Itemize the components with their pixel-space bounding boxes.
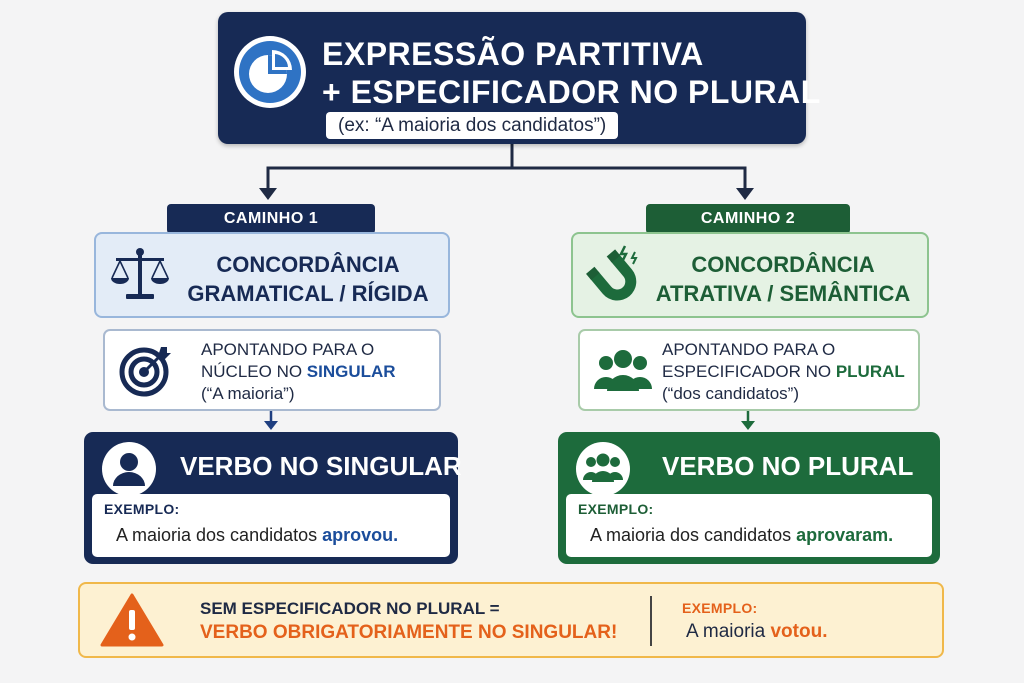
warning-example-label: EXEMPLO:	[682, 600, 758, 616]
header-subtitle: (ex: “A maioria dos candidatos”)	[326, 112, 619, 139]
arrowhead-right	[736, 188, 754, 200]
path1-concordance-subtitle: GRAMATICAL / RÍGIDA	[187, 281, 429, 306]
arrowhead-down-right	[741, 421, 755, 430]
path1-verb-box: VERBO NO SINGULAR EXEMPLO: A maioria dos…	[84, 432, 462, 564]
warning-icon	[100, 592, 164, 648]
plural-highlight: PLURAL	[835, 362, 905, 381]
path2-example-sentence: A maioria dos candidatos aprovaram.	[590, 525, 894, 545]
path2-pointing-line3: (“dos candidatos”)	[662, 384, 800, 403]
path2-verb-title: VERBO NO PLURAL	[662, 451, 914, 481]
target-icon	[119, 343, 173, 397]
warning-condition: SEM ESPECIFICADOR NO PLURAL =	[200, 599, 500, 618]
path1-example-verb: aprovou.	[322, 525, 399, 545]
header-title-line2: + ESPECIFICADOR NO PLURAL	[322, 74, 821, 110]
path1-example-label: EXEMPLO:	[104, 501, 180, 517]
pie-chart-icon	[232, 34, 308, 110]
warning-divider	[650, 596, 652, 646]
path2-pointing-line2: ESPECIFICADOR NO PLURAL	[662, 362, 905, 381]
path1-pointing-line2: NÚCLEO NO SINGULAR	[201, 362, 396, 381]
people-icon	[594, 347, 652, 393]
header-title: EXPRESSÃO PARTITIVA	[322, 36, 704, 72]
singular-highlight: SINGULAR	[306, 362, 396, 381]
warning-box: SEM ESPECIFICADOR NO PLURAL = VERBO OBRI…	[78, 582, 944, 658]
path1-example-box: EXEMPLO: A maioria dos candidatos aprovo…	[92, 494, 450, 557]
path1-tag: CAMINHO 1	[167, 204, 375, 234]
path2-concordance-subtitle: ATRATIVA / SEMÂNTICA	[655, 281, 911, 306]
path2-concordance-box: CONCORDÂNCIA ATRATIVA / SEMÂNTICA	[571, 232, 929, 318]
path2-example-label: EXEMPLO:	[578, 501, 654, 517]
path2-concordance-title: CONCORDÂNCIA	[691, 252, 875, 277]
warning-example-verb: votou.	[770, 621, 828, 642]
scale-icon	[110, 246, 170, 304]
header-box: EXPRESSÃO PARTITIVA + ESPECIFICADOR NO P…	[218, 12, 821, 144]
path2-verb-box: VERBO NO PLURAL EXEMPLO: A maioria dos c…	[558, 432, 940, 564]
connector-left	[266, 144, 514, 192]
path1-pointing-line1: APONTANDO PARA O	[201, 340, 375, 359]
path2-example-verb: aprovaram.	[796, 525, 894, 545]
arrowhead-left	[259, 188, 277, 200]
path1-concordance-title: CONCORDÂNCIA	[216, 252, 400, 277]
path1-pointing-line3: (“A maioria”)	[201, 384, 295, 403]
path1-concordance-box: CONCORDÂNCIA GRAMATICAL / RÍGIDA	[94, 232, 450, 318]
connector-right	[512, 166, 747, 192]
path1-pointing-box: APONTANDO PARA O NÚCLEO NO SINGULAR (“A …	[103, 329, 441, 411]
path2-pointing-line1: APONTANDO PARA O	[662, 340, 836, 359]
warning-rule: VERBO OBRIGATORIAMENTE NO SINGULAR!	[200, 622, 618, 643]
arrowhead-down-left	[264, 421, 278, 430]
path1-verb-title: VERBO NO SINGULAR	[180, 451, 462, 481]
person-icon	[102, 442, 156, 496]
magnet-icon	[585, 242, 647, 308]
warning-example-sentence: A maioria votou.	[686, 621, 828, 642]
group-icon	[576, 442, 630, 496]
path2-pointing-box: APONTANDO PARA O ESPECIFICADOR NO PLURAL…	[578, 329, 920, 411]
path2-tag: CAMINHO 2	[646, 204, 850, 234]
path1-example-sentence: A maioria dos candidatos aprovou.	[116, 525, 399, 545]
path2-example-box: EXEMPLO: A maioria dos candidatos aprova…	[566, 494, 932, 557]
